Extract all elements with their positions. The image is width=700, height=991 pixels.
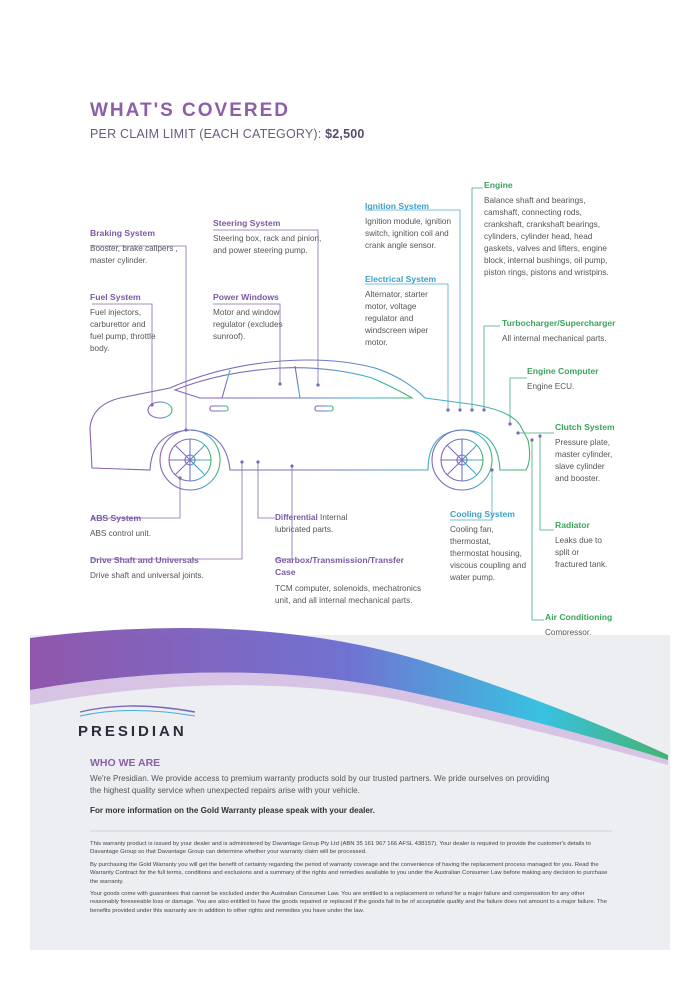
category-windows: Power Windows Motor and window regulator… [213,292,283,342]
leader-electrical [365,283,449,410]
category-engine: Engine Balance shaft and bearings, camsh… [484,180,609,277]
category-gearbox: Gearbox/Transmission/Transfer Case TCM c… [275,555,422,605]
page-title: WHAT'S COVERED [90,100,291,121]
legal-paragraph-2: By purchasing the Gold Warranty you will… [90,862,608,885]
category-radiator: Radiator Leaks due to split or fractured… [555,520,608,570]
car-outline [89,359,531,471]
category-steering: Steering System Steering box, rack and p… [213,218,322,256]
category-cooling: Cooling System Cooling fan, thermostat, … [450,509,527,583]
leader-gearbox [275,466,293,560]
category-clutch: Clutch System Pressure plate, master cyl… [555,422,615,484]
category-abs: ABS System ABS control unit. [90,513,151,539]
leader-engine [471,187,483,410]
leader-fuel [92,303,153,405]
category-electrical: Electrical System Alternator, starter mo… [365,274,437,348]
category-fuel: Fuel System Fuel injectors, carburettor … [90,292,156,354]
leader-ignition [365,209,461,410]
who-we-are-text: We're Presidian. We provide access to pr… [90,774,550,795]
page-subtitle: PER CLAIM LIMIT (EACH CATEGORY): $2,500 [90,127,365,141]
category-ignition: Ignition System Ignition module, ignitio… [365,201,452,251]
category-computer: Engine Computer Engine ECU. [527,366,599,392]
leader-radiator [539,436,554,531]
who-we-are-heading: WHO WE ARE [90,757,161,769]
leader-driveshaft [92,462,243,560]
presidian-logo: PRESIDIAN [78,723,187,740]
logo-swoosh [79,705,196,713]
legal-paragraph-1: This warranty product is issued by your … [90,841,591,856]
leader-computer [509,377,527,424]
category-turbo: Turbocharger/Supercharger All internal m… [502,318,616,344]
leader-turbo [483,325,500,410]
dealer-cta: For more information on the Gold Warrant… [90,806,375,815]
category-differential: Differential Internal lubricated parts. [275,513,348,534]
leader-cooling [450,470,493,521]
leader-differential [257,462,275,519]
leader-windows [213,303,281,384]
leader-aircon [531,440,544,621]
car-wheels [159,429,493,491]
leader-steering [213,229,319,385]
leader-abs [92,478,181,519]
connection-dots [150,382,542,480]
legal-paragraph-3: Your goods come with guarantees that can… [90,891,607,914]
claim-limit-amount: $2,500 [325,127,365,141]
category-driveshaft: Drive Shaft and Universals Drive shaft a… [90,555,204,581]
leader-braking [92,245,187,430]
category-braking: Braking System Booster, brake calipers ,… [90,228,178,266]
